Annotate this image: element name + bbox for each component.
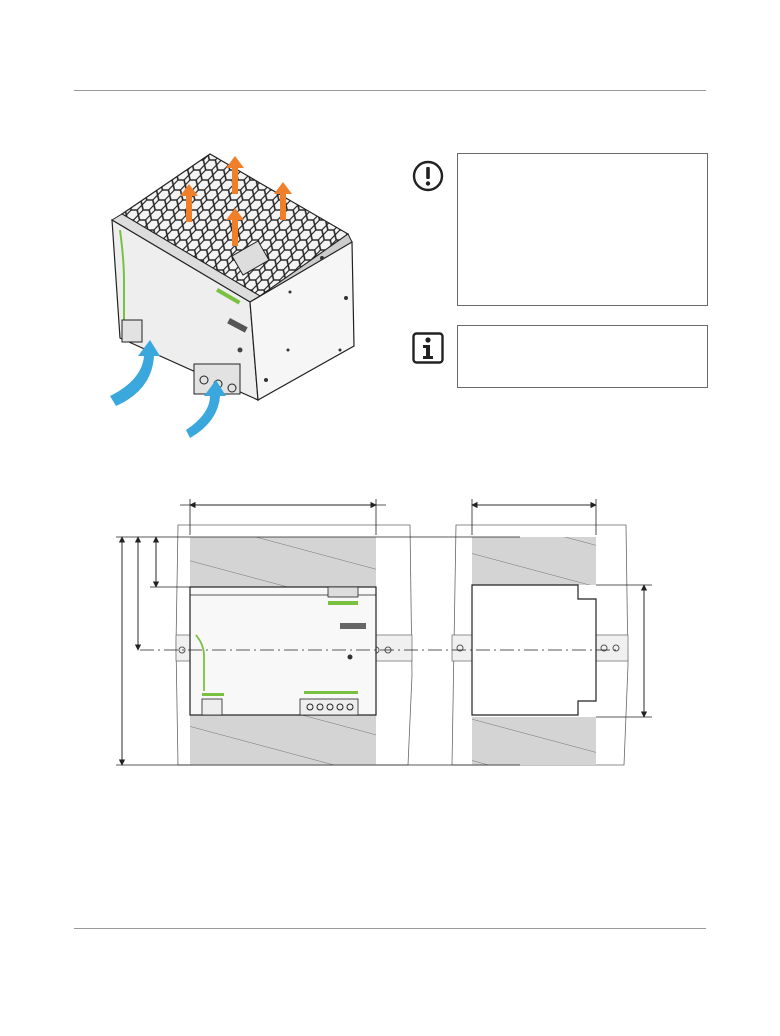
mounting-panel-right: [451, 524, 629, 766]
info-icon: [412, 332, 444, 364]
hot-air-arrows: [180, 156, 292, 246]
mounting-panel-left: [175, 524, 413, 766]
dimension-lines: [116, 499, 652, 766]
device-side: [249, 240, 355, 401]
info-note-box: [457, 325, 708, 388]
footer-rule: [74, 928, 706, 929]
header-rule: [74, 90, 706, 91]
attention-icon: [412, 160, 444, 192]
cool-air-arrows: [110, 340, 226, 438]
warning-note-box: [457, 153, 708, 306]
mounting-dimension-drawing: [116, 499, 652, 766]
device-airflow-illustration: [110, 153, 355, 438]
drawing-terminals: [201, 586, 359, 716]
